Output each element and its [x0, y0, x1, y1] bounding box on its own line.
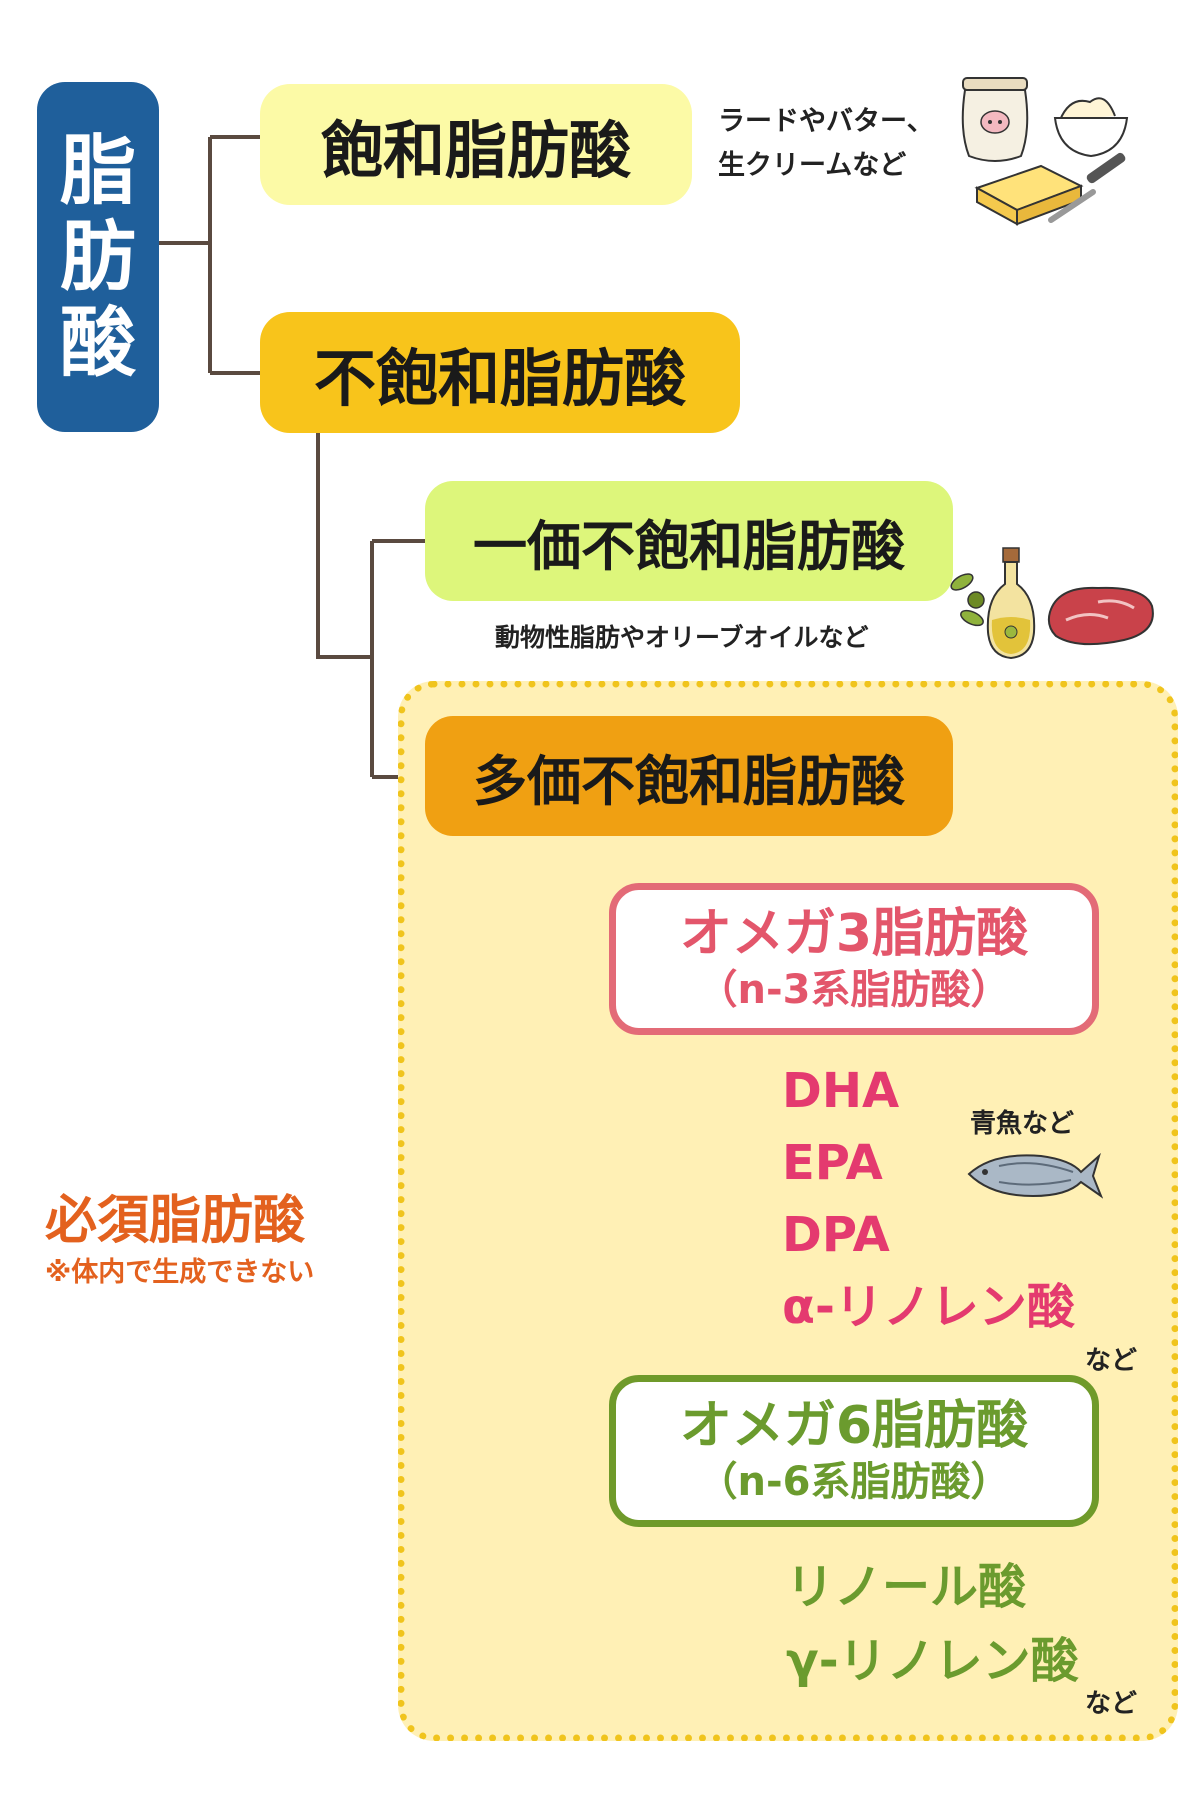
saturated-examples-line2: 生クリームなど	[718, 150, 907, 181]
omega6-item: リノール酸	[786, 1559, 1027, 1615]
omega3-list: DHA EPA DPA α-リノレン酸	[782, 1055, 1075, 1343]
meat-icon	[1047, 586, 1154, 646]
olive-oil-icon	[950, 547, 1036, 660]
monounsaturated-label: 一価不飽和脂肪酸	[473, 514, 905, 578]
saturated-label: 飽和脂肪酸	[320, 113, 631, 187]
mono-illustrations	[950, 547, 1154, 660]
omega3-title: オメガ3脂肪酸	[679, 904, 1029, 964]
unsaturated-label: 不飽和脂肪酸	[313, 341, 686, 415]
omega6-etc: など	[1085, 1689, 1138, 1719]
saturated-illustrations	[961, 77, 1129, 226]
root-char-1: 脂	[60, 126, 136, 215]
monounsaturated-fatty-acid-box: 一価不飽和脂肪酸	[425, 481, 953, 601]
monounsaturated-examples: 動物性脂肪やオリーブオイルなど	[495, 623, 869, 652]
lard-jar-icon	[961, 77, 1029, 162]
omega3-box: オメガ3脂肪酸 （n-3系脂肪酸）	[609, 883, 1099, 1035]
omega3-subtitle: （n-3系脂肪酸）	[697, 967, 1011, 1013]
omega3-item: α-リノレン酸	[782, 1279, 1075, 1335]
essential-fatty-acid-label: 必須脂肪酸	[45, 1191, 306, 1251]
unsat-connector	[316, 433, 425, 779]
omega3-item: DHA	[782, 1063, 900, 1119]
omega3-item: EPA	[782, 1135, 883, 1191]
omega6-title: オメガ6脂肪酸	[679, 1396, 1029, 1456]
root-char-2: 肪	[60, 212, 136, 301]
saturated-examples: ラードやバター、 生クリームなど	[718, 100, 934, 188]
omega6-subtitle: （n-6系脂肪酸）	[697, 1459, 1011, 1505]
essential-fatty-acid-zone	[398, 681, 1178, 1741]
unsaturated-fatty-acid-box: 不飽和脂肪酸	[260, 312, 740, 433]
omega3-item: DPA	[782, 1207, 890, 1263]
root-char-3: 酸	[60, 298, 136, 387]
omega6-item: γ-リノレン酸	[786, 1633, 1079, 1689]
root-fatty-acid-box: 脂 肪 酸	[37, 82, 159, 432]
saturated-fatty-acid-box: 飽和脂肪酸	[260, 84, 692, 205]
butter-knife-icon	[974, 152, 1126, 226]
omega3-source-note: 青魚など	[970, 1109, 1075, 1139]
omega3-etc: など	[1085, 1346, 1138, 1376]
cream-bowl-icon	[1053, 97, 1129, 158]
saturated-examples-line1: ラードやバター、	[718, 106, 934, 137]
polyunsaturated-label: 多価不飽和脂肪酸	[473, 749, 905, 813]
omega6-list: リノール酸 γ-リノレン酸	[786, 1550, 1079, 1698]
omega6-box: オメガ6脂肪酸 （n-6系脂肪酸）	[609, 1375, 1099, 1527]
fish-icon	[967, 1152, 1103, 1199]
root-connector	[159, 135, 260, 375]
polyunsaturated-fatty-acid-box: 多価不飽和脂肪酸	[425, 716, 953, 836]
essential-fatty-acid-note: ※体内で生成できない	[45, 1257, 315, 1288]
